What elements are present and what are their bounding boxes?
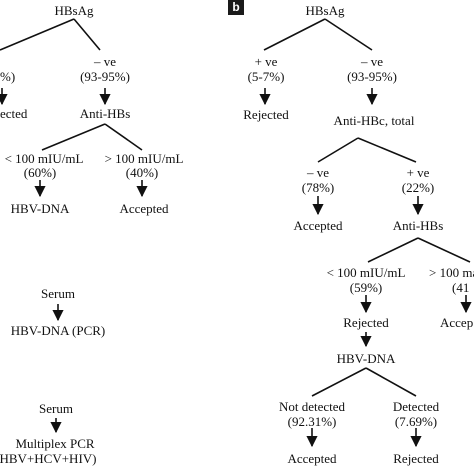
left-accepted: Accepted bbox=[119, 201, 169, 216]
right-rejected-3: Rejected bbox=[393, 451, 439, 466]
edge-left-root-to-neg bbox=[73, 18, 101, 51]
left-lt100-pct: (60%) bbox=[23, 165, 57, 180]
edge-right-antihbs-to-lt100 bbox=[367, 237, 419, 263]
right-neg2-pct: (78%) bbox=[301, 180, 335, 195]
left-anti-hbs: Anti-HBs bbox=[79, 106, 131, 121]
right-root-hbsag: HBsAg bbox=[305, 3, 345, 18]
right-gt100-label: > 100 ma bbox=[429, 265, 474, 280]
left-hbv-dna: HBV-DNA bbox=[10, 201, 70, 216]
right-neg2-label: – ve bbox=[306, 165, 330, 180]
right-gt100-pct: (41 bbox=[452, 280, 470, 295]
left-rejected-fragment: ected bbox=[0, 106, 28, 121]
right-lt100-label: < 100 mIU/mL bbox=[326, 265, 406, 280]
left-serum-2: Serum bbox=[39, 401, 73, 416]
right-accepted-3: Accepted bbox=[287, 451, 337, 466]
right-detected-label: Detected bbox=[392, 399, 440, 414]
right-lt100-pct: (59%) bbox=[349, 280, 383, 295]
right-neg-label: – ve bbox=[360, 54, 384, 69]
left-gt100-pct: (40%) bbox=[125, 165, 159, 180]
edge-left-antihbs-to-gt100 bbox=[104, 123, 143, 151]
left-multiplex-targets: HBV+HCV+HIV) bbox=[0, 451, 97, 466]
left-gt100-label: > 100 mIU/mL bbox=[104, 151, 184, 166]
right-neg-pct: (93-95%) bbox=[347, 69, 397, 84]
right-anti-hbs: Anti-HBs bbox=[392, 218, 444, 233]
edge-right-antihbs-to-gt100 bbox=[417, 237, 471, 263]
left-hbv-dna-pcr: HBV-DNA (PCR) bbox=[10, 323, 106, 338]
right-rejected-1: Rejected bbox=[243, 107, 289, 122]
right-detected-pct: (7.69%) bbox=[394, 414, 438, 429]
edge-right-antihbc-to-neg2 bbox=[317, 137, 359, 163]
edge-left-root-to-pos bbox=[0, 18, 75, 51]
right-pos2-label: + ve bbox=[406, 165, 430, 180]
right-accepted-2-fragment: Accep bbox=[440, 315, 474, 330]
left-neg-label: – ve bbox=[93, 54, 117, 69]
left-lt100-label: < 100 mIU/mL bbox=[4, 151, 84, 166]
right-anti-hbc-total: Anti-HBc, total bbox=[333, 113, 415, 128]
edge-right-root-to-neg bbox=[324, 18, 373, 51]
right-rejected-2: Rejected bbox=[343, 315, 389, 330]
edge-right-root-to-pos bbox=[263, 18, 326, 51]
edge-left-antihbs-to-lt100 bbox=[41, 123, 106, 151]
edge-right-hbvdna-to-detected bbox=[365, 367, 417, 397]
right-hbv-dna: HBV-DNA bbox=[336, 351, 396, 366]
right-not-detected-label: Not detected bbox=[278, 399, 346, 414]
left-neg-pct: (93-95%) bbox=[80, 69, 130, 84]
right-accepted-1: Accepted bbox=[293, 218, 343, 233]
left-pos-pct-fragment: %) bbox=[0, 69, 16, 84]
left-multiplex-pcr: Multiplex PCR bbox=[15, 436, 95, 451]
right-not-detected-pct: (92.31%) bbox=[287, 414, 337, 429]
edge-right-antihbc-to-pos2 bbox=[357, 137, 417, 163]
right-pos-label: + ve bbox=[254, 54, 278, 69]
right-pos2-pct: (22%) bbox=[401, 180, 435, 195]
right-pos-pct: (5-7%) bbox=[247, 69, 285, 84]
left-serum-1: Serum bbox=[41, 286, 75, 301]
panel-b-badge: b bbox=[228, 0, 244, 15]
edge-right-hbvdna-to-notdetected bbox=[311, 367, 367, 397]
left-root-hbsag: HBsAg bbox=[54, 3, 94, 18]
